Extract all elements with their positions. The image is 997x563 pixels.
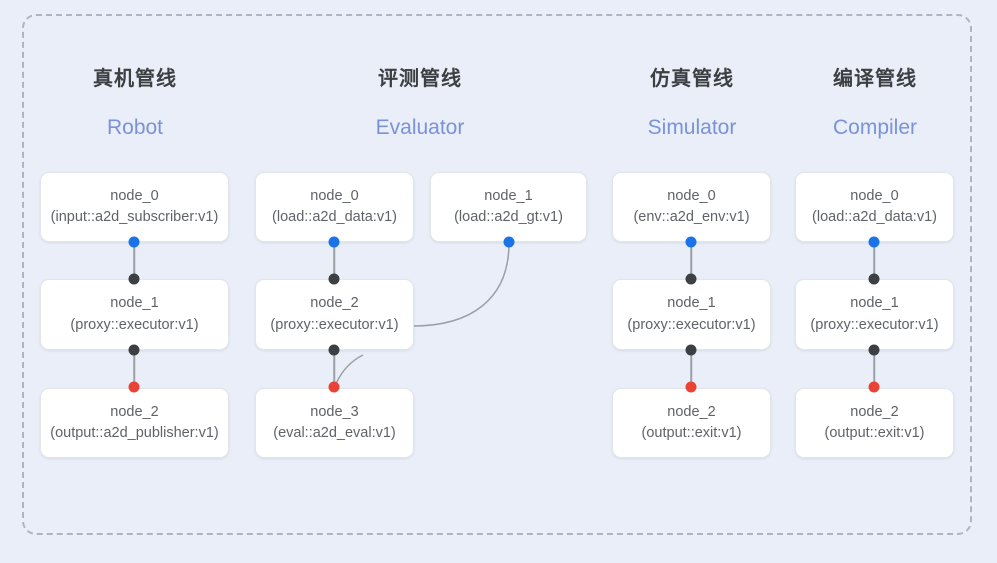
node-name: node_0 [310, 187, 359, 204]
port-input-compiler-node1[interactable] [868, 273, 880, 285]
node-evaluator-2[interactable]: node_2 (proxy::executor:v1) [255, 279, 414, 350]
port-output-evaluator-node2[interactable] [328, 344, 340, 356]
node-name: node_0 [110, 187, 159, 204]
edge-evaluator-node2-node3 [333, 350, 335, 387]
node-spec: (proxy::executor:v1) [270, 316, 399, 333]
node-name: node_0 [667, 187, 716, 204]
node-spec: (proxy::executor:v1) [627, 316, 756, 333]
port-output-compiler-node0[interactable] [868, 236, 880, 248]
node-simulator-2[interactable]: node_2 (output::exit:v1) [612, 388, 771, 458]
pipeline-group-frame [22, 14, 972, 535]
node-simulator-1[interactable]: node_1 (proxy::executor:v1) [612, 279, 771, 350]
port-output-compiler-node1[interactable] [868, 344, 880, 356]
edge-compiler-node0-node1 [873, 242, 875, 278]
edge-simulator-node0-node1 [690, 242, 692, 278]
node-robot-0[interactable]: node_0 (input::a2d_subscriber:v1) [40, 172, 229, 242]
edge-evaluator-node0-node2 [333, 242, 335, 278]
port-output-simulator-node0[interactable] [685, 236, 697, 248]
node-spec: (output::exit:v1) [641, 425, 742, 441]
node-name: node_2 [850, 403, 899, 420]
node-compiler-2[interactable]: node_2 (output::exit:v1) [795, 388, 954, 458]
node-spec: (proxy::executor:v1) [70, 316, 199, 333]
node-name: node_1 [110, 295, 159, 312]
port-input-compiler-node2[interactable] [868, 381, 880, 393]
port-input-robot-node1[interactable] [128, 273, 140, 285]
port-output-robot-node0[interactable] [128, 236, 140, 248]
port-output-robot-node1[interactable] [128, 344, 140, 356]
node-spec: (load::a2d_gt:v1) [454, 209, 563, 225]
node-name: node_2 [310, 295, 359, 312]
edge-robot-node0-node1 [133, 242, 135, 278]
node-compiler-0[interactable]: node_0 (load::a2d_data:v1) [795, 172, 954, 242]
node-name: node_1 [850, 295, 899, 312]
node-spec: (env::a2d_env:v1) [633, 209, 750, 225]
node-evaluator-1[interactable]: node_1 (load::a2d_gt:v1) [430, 172, 587, 242]
port-output-evaluator-node1[interactable] [503, 236, 515, 248]
port-input-simulator-node1[interactable] [685, 273, 697, 285]
node-robot-1[interactable]: node_1 (proxy::executor:v1) [40, 279, 229, 350]
port-input-evaluator-node3[interactable] [328, 381, 340, 393]
node-spec: (load::a2d_data:v1) [272, 209, 397, 225]
node-spec: (input::a2d_subscriber:v1) [50, 209, 219, 225]
node-name: node_1 [667, 295, 716, 312]
node-name: node_0 [850, 187, 899, 204]
node-spec: (eval::a2d_eval:v1) [273, 425, 396, 441]
port-input-evaluator-node2[interactable] [328, 273, 340, 285]
edge-simulator-node1-node2 [690, 350, 692, 387]
node-simulator-0[interactable]: node_0 (env::a2d_env:v1) [612, 172, 771, 242]
node-name: node_1 [484, 187, 533, 204]
node-spec: (load::a2d_data:v1) [812, 209, 937, 225]
node-robot-2[interactable]: node_2 (output::a2d_publisher:v1) [40, 388, 229, 458]
node-name: node_3 [310, 403, 359, 420]
port-output-evaluator-node0[interactable] [328, 236, 340, 248]
edge-robot-node1-node2 [133, 350, 135, 387]
port-output-simulator-node1[interactable] [685, 344, 697, 356]
edge-compiler-node1-node2 [873, 350, 875, 387]
port-input-simulator-node2[interactable] [685, 381, 697, 393]
node-evaluator-3[interactable]: node_3 (eval::a2d_eval:v1) [255, 388, 414, 458]
node-name: node_2 [667, 403, 716, 420]
node-spec: (output::exit:v1) [824, 425, 925, 441]
node-name: node_2 [110, 403, 159, 420]
port-input-robot-node2[interactable] [128, 381, 140, 393]
node-spec: (output::a2d_publisher:v1) [50, 425, 219, 441]
node-spec: (proxy::executor:v1) [810, 316, 939, 333]
node-compiler-1[interactable]: node_1 (proxy::executor:v1) [795, 279, 954, 350]
node-evaluator-0[interactable]: node_0 (load::a2d_data:v1) [255, 172, 414, 242]
